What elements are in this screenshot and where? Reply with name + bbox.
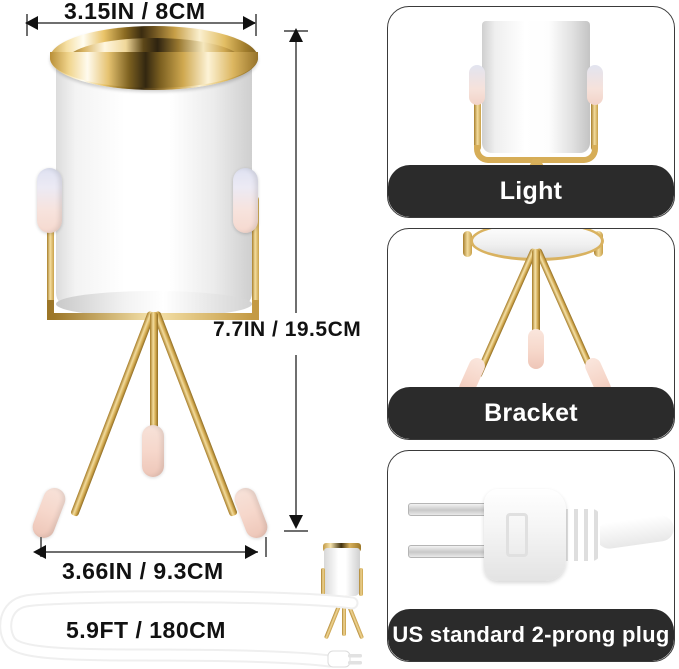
- dimension-label-base-width: 3.66IN / 9.3CM: [62, 558, 224, 584]
- callout-label-light: Light: [388, 165, 674, 217]
- arrow-right-icon: [245, 545, 258, 559]
- extension-line-height-bottom: [284, 530, 308, 532]
- tripod-leg-center: [150, 312, 158, 442]
- bracket-arm-right: [252, 196, 259, 314]
- product-dimensions-panel: 3.15IN / 8CM 7.7IN / 19.5CM 3.66IN / 9.3…: [0, 0, 380, 669]
- light-bracket-left: [474, 77, 481, 151]
- light-shade: [482, 21, 590, 153]
- callout-label-plug-text: US standard 2-prong plug: [392, 622, 670, 647]
- callout-label-plug: US standard 2-prong plug: [388, 609, 674, 661]
- tripod-leg-left: [70, 310, 156, 517]
- plug-prong-top: [408, 503, 494, 516]
- arrow-up-icon: [289, 28, 303, 42]
- dimension-label-lamp-height: 7.7IN / 19.5CM: [213, 318, 362, 341]
- thumbnail-leg-center: [342, 596, 346, 636]
- lamp-thumbnail: [312, 532, 372, 642]
- bracket-knob-right: [233, 168, 258, 233]
- bracket-foot-center: [528, 329, 544, 369]
- plug-cable: [594, 513, 674, 551]
- dimension-line-shade-width: [28, 22, 256, 24]
- thumbnail-rim: [323, 543, 361, 552]
- light-knob-right: [587, 65, 603, 105]
- extension-line-base-right: [265, 537, 267, 557]
- tripod-foot-right: [231, 484, 271, 542]
- arrow-right-icon: [243, 16, 256, 30]
- callout-panel-plug: US standard 2-prong plug: [387, 450, 675, 662]
- power-cord-illustration: [0, 585, 380, 669]
- light-knob-left: [469, 65, 485, 105]
- dimension-label-cord-length: 5.9FT / 180CM: [66, 617, 226, 643]
- tripod-lamp-illustration: [0, 0, 300, 560]
- lamp-shade-body: [56, 62, 252, 317]
- arrow-down-icon: [289, 515, 303, 529]
- bracket-arm-left: [47, 196, 54, 314]
- callout-label-bracket: Bracket: [388, 387, 674, 439]
- thumbnail-bracket-left: [321, 568, 325, 596]
- arrow-left-icon: [33, 545, 46, 559]
- callout-panel-light: Light: [387, 6, 675, 218]
- tripod-foot-left: [29, 484, 69, 542]
- dimension-line-height-upper: [295, 40, 297, 313]
- tripod-foot-center: [142, 425, 164, 477]
- thumbnail-shade: [324, 548, 360, 596]
- dimension-line-height-lower: [295, 355, 297, 523]
- thumbnail-bracket-right: [359, 568, 363, 596]
- light-bracket-right: [591, 77, 598, 151]
- bracket-component-illustration: [388, 229, 674, 399]
- extension-line-top-right: [255, 14, 257, 36]
- dimension-line-base-width: [36, 551, 258, 553]
- plug-component-illustration: [388, 451, 674, 611]
- cord-path: [0, 590, 362, 668]
- bracket-leg-center: [532, 249, 540, 345]
- callout-label-bracket-text: Bracket: [484, 398, 578, 427]
- plug-face-detail: [506, 513, 528, 557]
- dimension-label-shade-width: 3.15IN / 8CM: [64, 0, 206, 24]
- plug-prong-bottom: [408, 545, 494, 558]
- bracket-knob-left: [37, 168, 62, 233]
- arrow-left-icon: [25, 16, 38, 30]
- light-component-illustration: [388, 7, 674, 195]
- cord-plug-icon: [327, 650, 362, 668]
- callout-label-light-text: Light: [499, 176, 563, 205]
- callout-panel-bracket: Bracket: [387, 228, 675, 440]
- bracket-arm-left-detail: [463, 231, 472, 257]
